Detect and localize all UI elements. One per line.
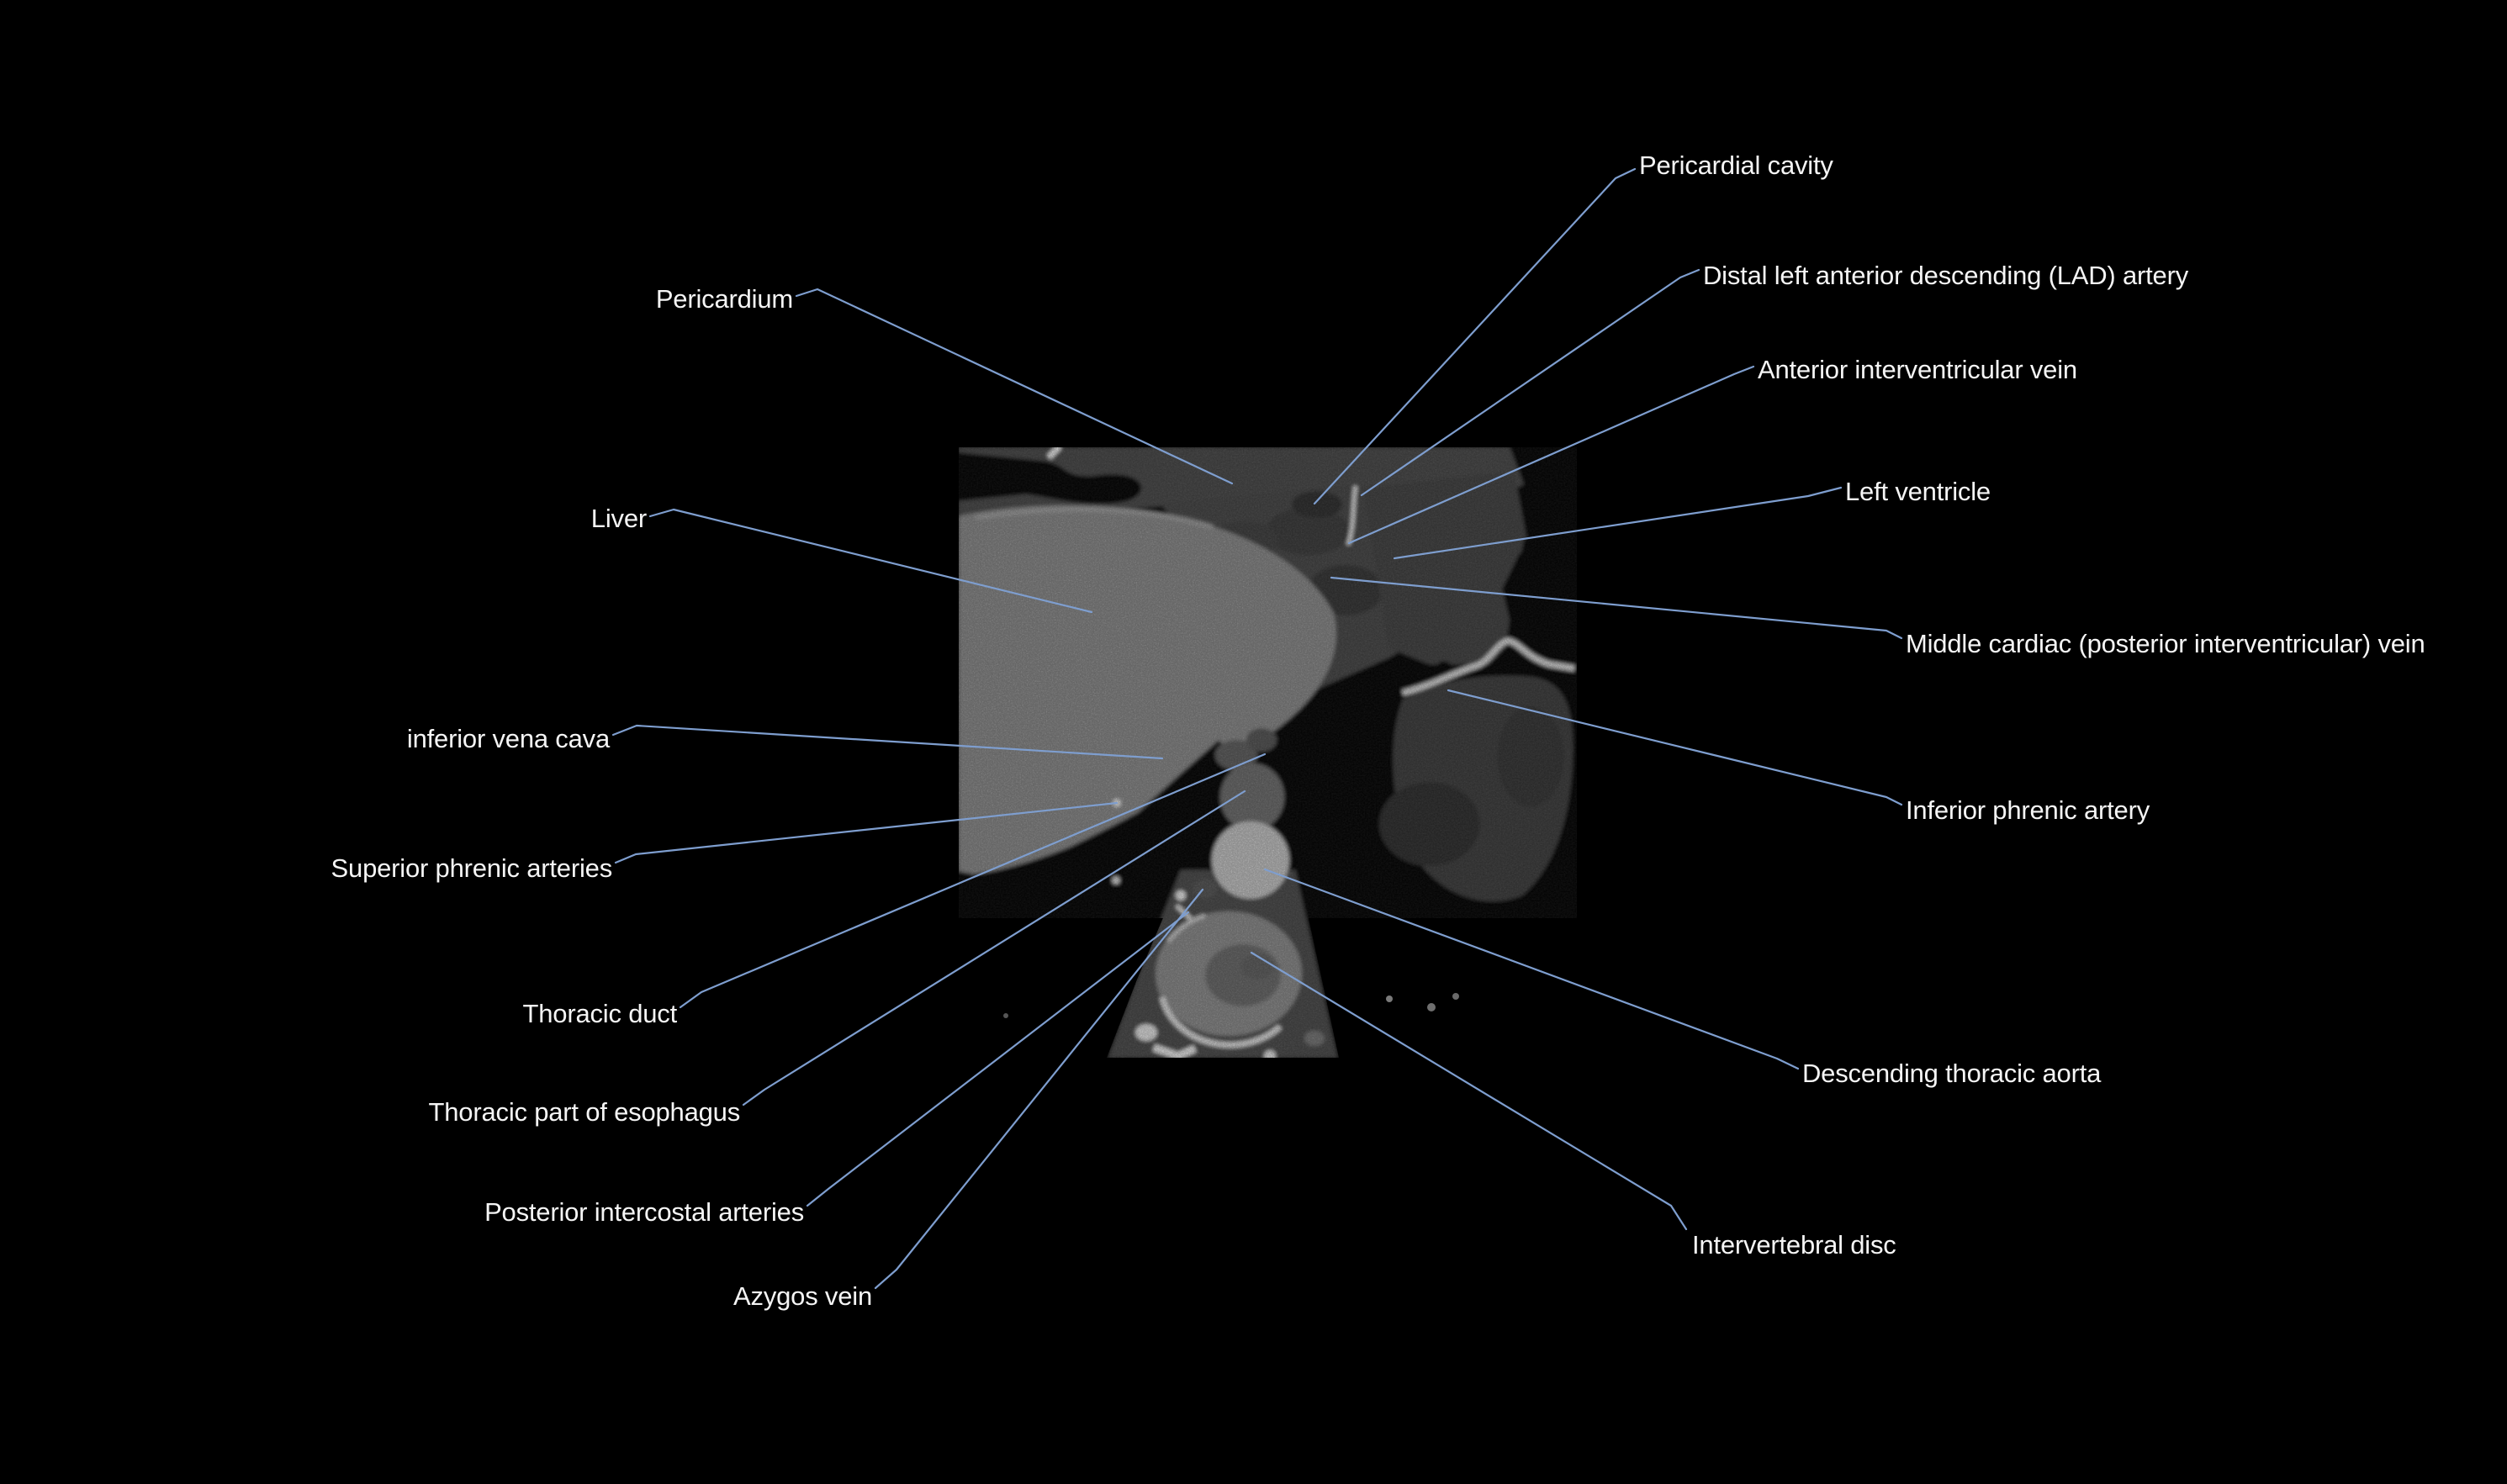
label-inferior-vena-cava: inferior vena cava	[406, 724, 610, 753]
ct-speck	[1003, 1013, 1008, 1018]
label-pericardial-cavity: Pericardial cavity	[1639, 151, 1833, 180]
label-left-ventricle: Left ventricle	[1845, 477, 1991, 506]
label-distal-lad-artery: Distal left anterior descending (LAD) ar…	[1703, 261, 2189, 290]
ct-speck	[1386, 995, 1393, 1002]
leader-line-middle-cardiac-vein	[1330, 576, 1903, 640]
leader-line-azygos-vein	[874, 888, 1204, 1290]
leader-line-thoracic-duct	[679, 753, 1267, 1009]
leader-line-intervertebral-disc	[1250, 951, 1688, 1231]
leader-line-pericardial-cavity	[1313, 167, 1637, 505]
leader-lines	[611, 167, 1903, 1290]
leader-line-posterior-intercostal-arteries	[806, 911, 1190, 1207]
ct-stray-specks	[1003, 993, 1459, 1018]
leader-line-descending-thoracic-aorta	[1263, 868, 1800, 1070]
label-anterior-interventricular-vein: Anterior interventricular vein	[1758, 355, 2077, 384]
leader-line-anterior-interventricular-vein	[1347, 365, 1755, 545]
leader-line-left-ventricle	[1393, 486, 1843, 560]
label-pericardium: Pericardium	[655, 284, 793, 314]
label-descending-thoracic-aorta: Descending thoracic aorta	[1802, 1059, 2102, 1088]
label-liver: Liver	[590, 504, 647, 533]
label-thoracic-esophagus: Thoracic part of esophagus	[428, 1097, 741, 1127]
label-inferior-phrenic-artery: Inferior phrenic artery	[1906, 795, 2150, 825]
label-thoracic-duct: Thoracic duct	[522, 999, 678, 1028]
leader-line-superior-phrenic-arteries	[614, 801, 1119, 864]
ct-noise-light	[959, 447, 1577, 1058]
ct-speck	[1452, 993, 1459, 1000]
label-middle-cardiac-vein: Middle cardiac (posterior interventricul…	[1906, 629, 2425, 658]
leader-line-distal-lad-artery	[1360, 268, 1700, 497]
ct-scan-image	[959, 447, 1577, 1058]
leader-line-thoracic-esophagus	[742, 790, 1246, 1106]
leader-line-liver	[648, 508, 1093, 614]
leader-line-pericardium	[795, 288, 1234, 485]
label-posterior-intercostal-arteries: Posterior intercostal arteries	[484, 1197, 804, 1227]
leader-line-inferior-vena-cava	[611, 724, 1164, 760]
label-azygos-vein: Azygos vein	[733, 1281, 872, 1311]
ct-speck	[1427, 1003, 1436, 1011]
label-superior-phrenic-arteries: Superior phrenic arteries	[331, 853, 613, 883]
leader-line-inferior-phrenic-artery	[1447, 689, 1903, 806]
label-intervertebral-disc: Intervertebral disc	[1692, 1230, 1896, 1260]
